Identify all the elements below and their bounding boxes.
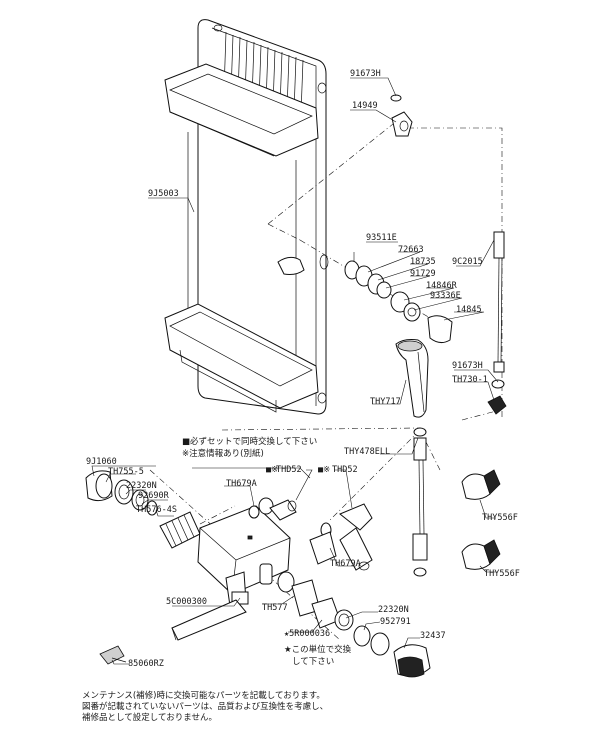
hand-shower-drawing xyxy=(395,339,429,577)
valve-body-drawing xyxy=(197,505,291,607)
label-th577: TH577 xyxy=(262,603,288,613)
footer-line-3: 補修品として設定しておりません。 xyxy=(82,713,217,723)
label-5r000036: ★5R000036 xyxy=(284,629,330,639)
label-18735: 18735 xyxy=(410,257,436,267)
black-square-marker: ■ xyxy=(182,437,190,447)
leader-lines xyxy=(91,77,499,665)
label-thd52-a: THD52 xyxy=(276,465,302,475)
star-marker: ★ xyxy=(284,629,289,639)
hose-drawing xyxy=(487,231,507,415)
label-thy556f-b: THY556F xyxy=(484,569,520,579)
star-marker: ★ xyxy=(284,645,292,655)
marker-thd52-a: ■※ xyxy=(266,465,278,475)
label-5c000300: 5C000300 xyxy=(166,597,207,607)
label-th576-4s: TH576-4S xyxy=(136,505,177,515)
label-85060rz: 85060RZ xyxy=(128,659,164,669)
label-93336e: 93336E xyxy=(430,291,461,301)
caution-info-note: ※注意情報あり(別紙) xyxy=(182,448,264,459)
label-9j1060: 9J1060 xyxy=(86,457,117,467)
unit-replace-note-2: して下さい xyxy=(292,657,334,667)
label-92690r: 92690R xyxy=(138,491,170,501)
label-14845: 14845 xyxy=(456,305,482,315)
shelf-panel-drawing xyxy=(164,19,329,415)
label-th679a-a: TH679A xyxy=(226,479,257,489)
label-91729: 91729 xyxy=(410,269,436,279)
label-72663: 72663 xyxy=(398,245,424,255)
label-952791: 952791 xyxy=(380,617,411,627)
wrench-drawing xyxy=(99,645,127,665)
label-5r000036-code: 5R000036 xyxy=(289,629,330,639)
label-22320n-a: 22320N xyxy=(126,481,157,491)
unit-replace-note: ★この単位で交換 xyxy=(284,644,352,655)
label-91673h-top: 91673H xyxy=(350,69,381,79)
label-91673h-mid: 91673H xyxy=(452,361,483,371)
label-9j5003: 9J5003 xyxy=(148,189,179,199)
set-replace-note: ■必ずセットで同時交換して下さい xyxy=(182,436,317,447)
marker-thd52-b: ■※ xyxy=(318,465,330,475)
label-thd52-b: THD52 xyxy=(332,465,358,475)
label-thy717: THY717 xyxy=(370,397,401,407)
footer-line-2: 図番が記載されていないパーツは、品質および互換性を考慮し、 xyxy=(82,702,329,712)
set-replace-note-text: 必ずセットで同時交換して下さい xyxy=(190,436,317,447)
unit-replace-note-text: この単位で交換 xyxy=(292,644,352,655)
label-thy556f-a: THY556F xyxy=(482,513,518,523)
top-fittings-drawing xyxy=(390,94,413,137)
cartridge-parts-drawing xyxy=(277,571,431,678)
holder-parts-drawing xyxy=(344,260,453,344)
label-22320n-b: 22320N xyxy=(378,605,409,615)
label-thy478ell: THY478ELL xyxy=(344,447,390,457)
shower-hook-drawing xyxy=(461,469,501,570)
label-9c2015: 9C2015 xyxy=(452,257,483,267)
label-14949: 14949 xyxy=(352,101,378,111)
label-th679a-b: TH679A xyxy=(330,559,361,569)
label-32437: 32437 xyxy=(420,631,446,641)
footer-line-1: メンテナンス(補修)時に交換可能なパーツを記載しております。 xyxy=(82,691,325,701)
label-14846r: 14846R xyxy=(426,281,458,291)
label-th730-1: TH730-1 xyxy=(452,375,488,385)
label-th755-5: TH755-5 xyxy=(108,467,144,477)
label-93511e: 93511E xyxy=(366,233,397,243)
connector-parts-drawing xyxy=(248,497,373,571)
